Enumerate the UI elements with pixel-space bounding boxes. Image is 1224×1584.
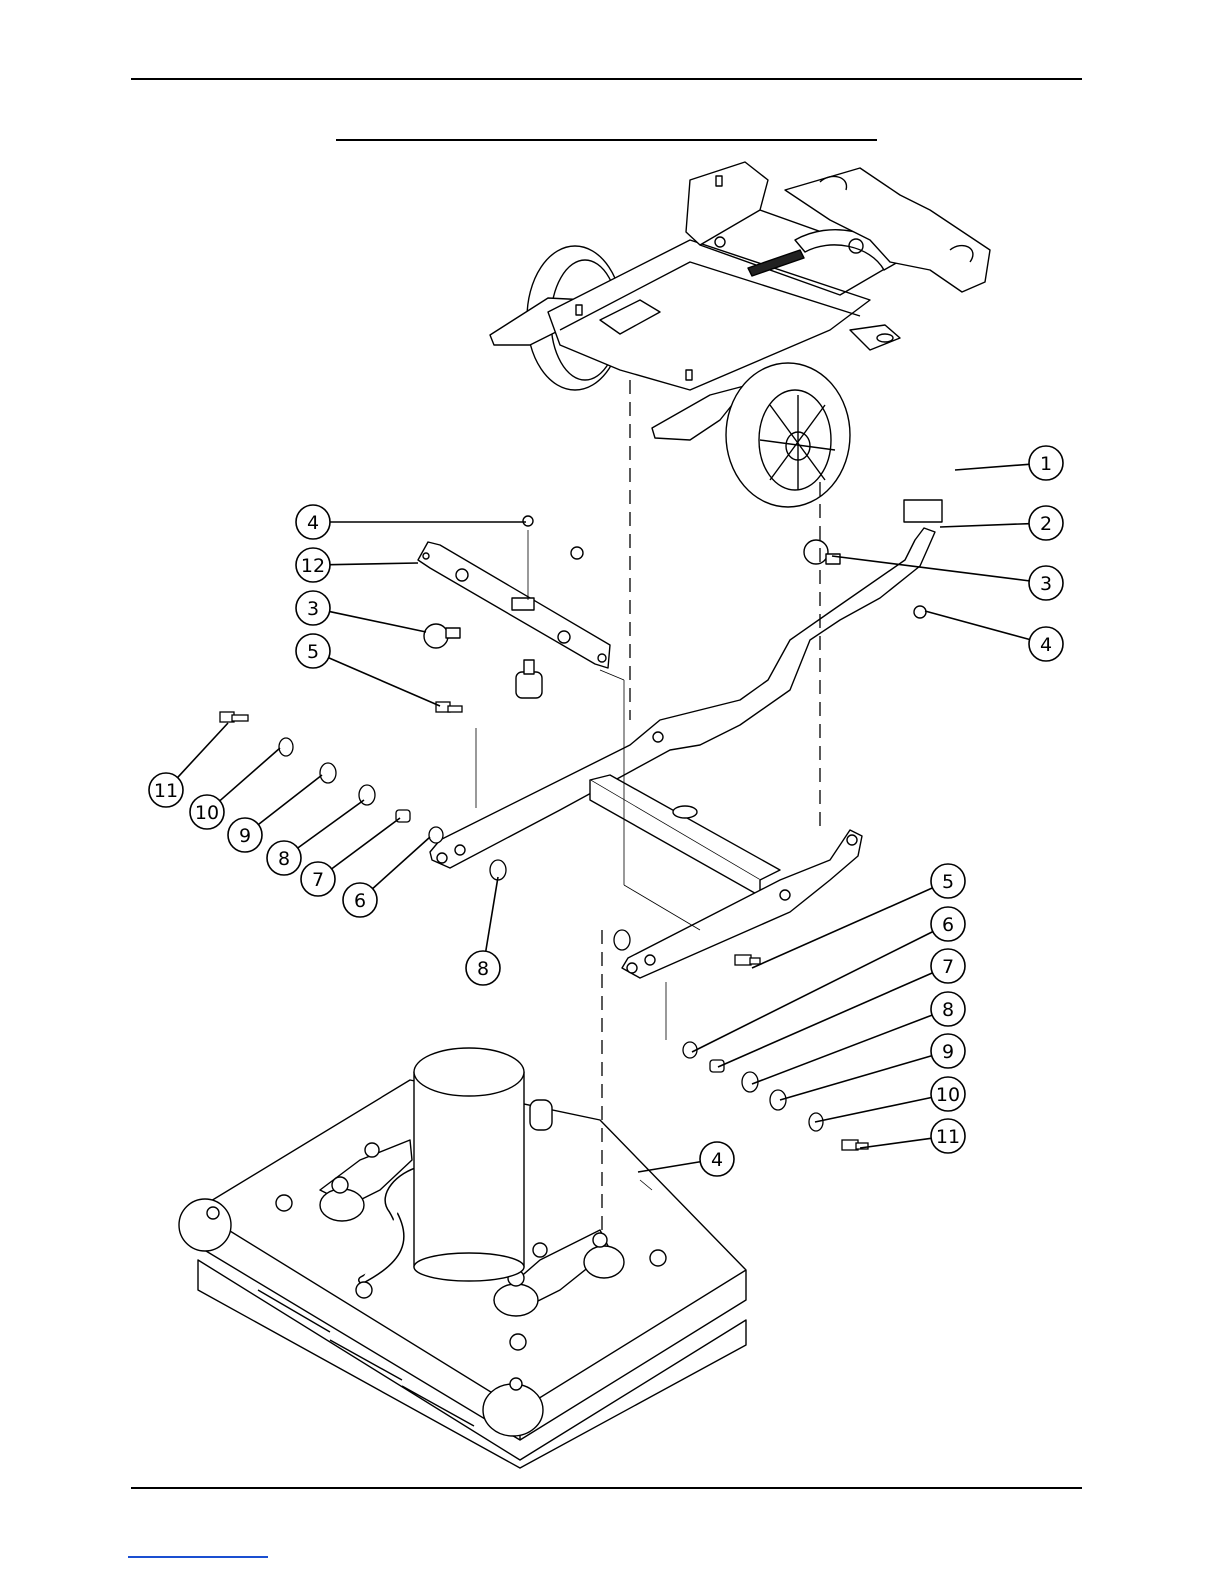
footer-link-underline[interactable]: [128, 1556, 268, 1558]
callout-leader: [925, 611, 1030, 640]
callout-number: 4: [711, 1149, 723, 1171]
callout-4: 4: [925, 611, 1063, 661]
callout-leader: [330, 612, 426, 632]
callout-11: 11: [149, 723, 228, 807]
callout-number: 6: [942, 914, 954, 936]
callout-number: 4: [1040, 634, 1052, 656]
callout-leader: [373, 837, 430, 889]
callout-leader: [220, 748, 280, 801]
callout-leader: [486, 877, 498, 951]
callout-11: 11: [860, 1119, 965, 1153]
callout-2: 2: [940, 506, 1063, 540]
callout-10: 10: [190, 748, 280, 829]
base-body: [179, 1048, 746, 1468]
callout-leader: [780, 1056, 932, 1100]
callout-12: 12: [296, 548, 418, 582]
callout-leader: [940, 524, 1029, 527]
hardware-right: [624, 955, 868, 1178]
callout-leader: [332, 818, 400, 869]
callout-number: 11: [154, 780, 178, 802]
callout-leader: [955, 464, 1029, 470]
callout-leader: [692, 932, 933, 1052]
callout-number: 3: [1040, 573, 1052, 595]
callout-leader: [178, 723, 228, 778]
callout-number: 11: [936, 1126, 960, 1148]
callout-6: 6: [343, 837, 430, 917]
callout-number: 9: [239, 825, 251, 847]
callout-number: 7: [312, 869, 324, 891]
callout-leader: [638, 1162, 700, 1172]
callout-number: 10: [195, 802, 219, 824]
callout-leader: [832, 556, 1029, 581]
callout-1: 1: [955, 446, 1063, 480]
callout-number: 9: [942, 1041, 954, 1063]
callout-5: 5: [296, 634, 440, 706]
callout-leader: [718, 973, 932, 1067]
callout-number: 4: [307, 512, 319, 534]
callout-number: 5: [942, 871, 954, 893]
callout-leader: [860, 1138, 931, 1148]
callout-leader: [815, 1098, 931, 1122]
chassis-frame: [490, 162, 990, 507]
callout-leader: [298, 800, 364, 848]
callout-number: 6: [354, 890, 366, 912]
callout-number: 7: [942, 956, 954, 978]
callout-4: 4: [296, 505, 526, 539]
callout-number: 2: [1040, 513, 1052, 535]
callout-7: 7: [301, 818, 400, 896]
callout-number: 8: [278, 848, 290, 870]
callout-number: 10: [936, 1084, 960, 1106]
callout-number: 12: [301, 555, 325, 577]
callout-3: 3: [296, 591, 426, 632]
callout-number: 5: [307, 641, 319, 663]
callout-number: 8: [942, 999, 954, 1021]
linkage-bar: [430, 500, 942, 978]
callout-8: 8: [466, 877, 500, 985]
callout-leader: [330, 563, 418, 565]
callout-number: 3: [307, 598, 319, 620]
callout-leader: [752, 1015, 932, 1084]
callout-leader: [329, 658, 440, 706]
callout-4: 4: [638, 1142, 734, 1176]
hardware-left: [220, 702, 630, 950]
callout-leader: [258, 775, 322, 825]
callout-number: 1: [1040, 453, 1052, 475]
callout-number: 8: [477, 958, 489, 980]
